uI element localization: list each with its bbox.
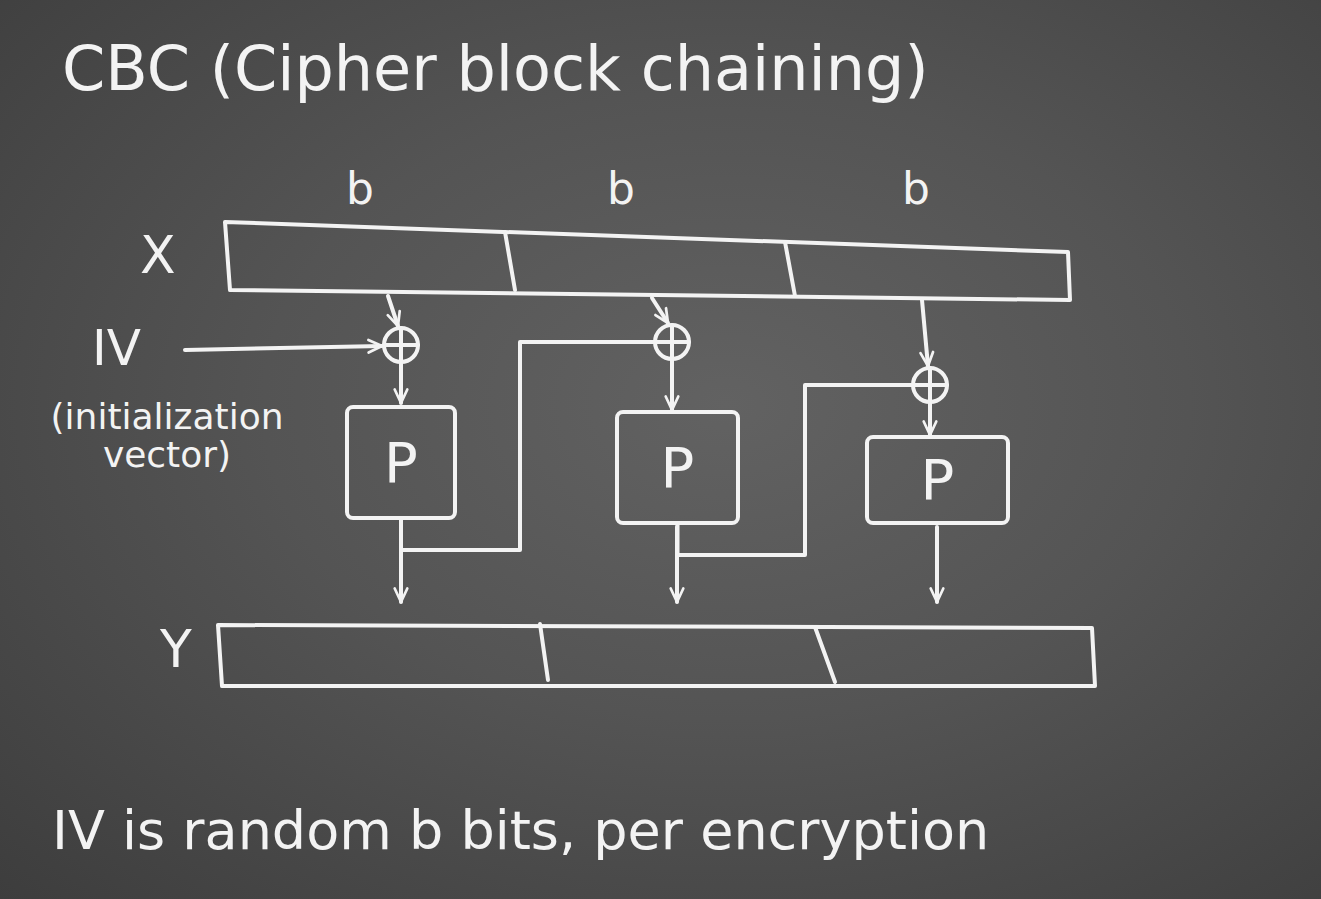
box-label: P [921, 452, 955, 508]
diagram-label: (initialization vector) [6, 398, 328, 474]
output-wire [935, 527, 939, 602]
iv-wire [185, 346, 382, 350]
caption-note: IV is random b bits, per encryption [52, 803, 989, 860]
diagram-label: b [607, 166, 635, 212]
block-divider [540, 624, 548, 680]
title: CBC (Cipher block chaining) [62, 36, 929, 101]
plaintext-bar [225, 222, 1070, 300]
ciphertext-bar [218, 625, 1095, 686]
block-divider [785, 242, 795, 296]
box-label: P [384, 435, 418, 491]
diagram-label: b [902, 166, 930, 212]
box-label: P [661, 440, 695, 496]
block-divider [815, 627, 835, 682]
diagram-label: X [140, 228, 176, 283]
block-wire [652, 298, 668, 323]
permutation-box: P [865, 435, 1010, 525]
xor-wire [399, 362, 403, 403]
permutation-box: P [615, 410, 740, 525]
xor-symbol [384, 328, 418, 362]
diagram-label: b [346, 166, 374, 212]
block-divider [505, 232, 515, 290]
permutation-box: P [345, 405, 457, 520]
block-wire [388, 296, 398, 326]
block-wire [922, 300, 928, 366]
diagram-label: IV [92, 322, 141, 375]
diagram-label: Y [160, 622, 192, 677]
xor-plus [384, 328, 418, 362]
